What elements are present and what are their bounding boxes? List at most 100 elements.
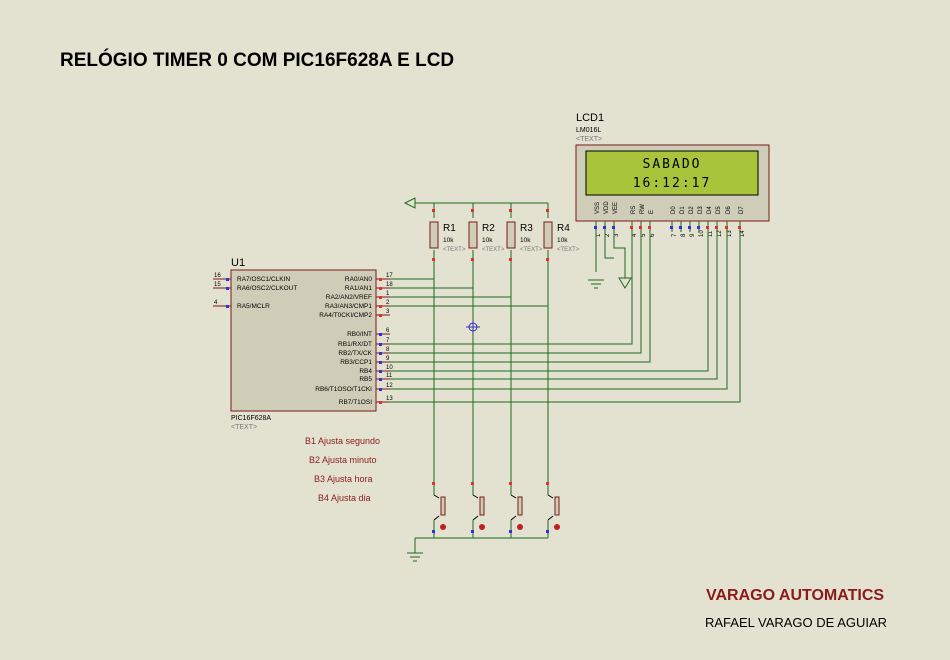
resistor-text-tag: <TEXT> xyxy=(482,247,505,253)
button-contact xyxy=(472,515,479,521)
mcu-right-pin-name: RA1/AN1 xyxy=(345,285,372,292)
lcd-text-tag: <TEXT> xyxy=(576,136,602,143)
button-pin-marker xyxy=(432,530,435,533)
mcu-right-pin-number: 10 xyxy=(386,365,393,371)
lcd-pins: VSS1VDD2VEE3RS4RW5E6D07D18D29D310D411D51… xyxy=(594,201,746,237)
lcd-pin-name: D0 xyxy=(671,206,677,214)
lcd-pin-name: RW xyxy=(640,204,646,214)
button-pin-marker xyxy=(509,482,512,485)
button-pin-marker xyxy=(546,530,549,533)
button-pin-marker xyxy=(432,482,435,485)
lcd-pin-marker xyxy=(612,226,615,229)
mcu-right-pin-name: RB6/T1OSO/T1CKI xyxy=(315,386,372,393)
lcd-pin-name: D5 xyxy=(716,206,722,214)
mcu-left-pin-name: RA6/OSC2/CLKOUT xyxy=(237,285,297,292)
lcd-pin-marker xyxy=(603,226,606,229)
resistor-ref: R2 xyxy=(482,223,495,234)
button-contact xyxy=(472,494,479,499)
push-buttons xyxy=(432,482,560,533)
mcu-left-pin-name: RA7/OSC1/CLKIN xyxy=(237,276,290,283)
mcu-pin-marker xyxy=(226,278,229,281)
mcu-left-pin-number: 16 xyxy=(214,273,221,279)
push-button-b4[interactable] xyxy=(546,482,560,533)
lcd-pin-number: 5 xyxy=(641,233,647,237)
button-contact xyxy=(433,515,440,521)
button-indicator xyxy=(517,524,523,530)
mcu-right-pin-name: RB7/T1OSI xyxy=(339,399,372,406)
lcd-pin-name: D7 xyxy=(739,206,745,214)
mcu-right-pin-name: RB2/TX/CK xyxy=(338,350,372,357)
mcu-right-pin-name: RB5 xyxy=(359,376,372,383)
mcu-text-tag: <TEXT> xyxy=(231,424,257,431)
lcd-pin-name: E xyxy=(649,210,655,214)
lcd-line-2: 16:12:17 xyxy=(633,176,712,191)
probe-marker xyxy=(466,320,480,334)
lcd-pin-name: VEE xyxy=(613,202,619,214)
lcd-pin-number: 11 xyxy=(708,230,714,237)
mcu-part: PIC16F628A xyxy=(231,415,271,422)
button-actuator xyxy=(517,496,523,516)
note-b3: B3 Ajusta hora xyxy=(314,474,373,484)
push-button-b3[interactable] xyxy=(509,482,523,533)
mcu-right-pin-number: 6 xyxy=(386,328,390,334)
lcd-pin-name: RS xyxy=(631,206,637,214)
resistors: R110k<TEXT>R210k<TEXT>R310k<TEXT>R410k<T… xyxy=(429,209,580,261)
lcd-pin-number: 8 xyxy=(681,233,687,237)
mcu-pin-marker xyxy=(379,378,382,381)
lcd-module[interactable]: LCD1 LM016L <TEXT> SABADO 16:12:17 VSS1V… xyxy=(575,112,770,237)
mcu-pin-marker xyxy=(379,388,382,391)
lcd-pin-number: 10 xyxy=(699,230,705,237)
button-indicator xyxy=(440,524,446,530)
resistor-text-tag: <TEXT> xyxy=(520,247,543,253)
lcd-pin-number: 9 xyxy=(690,233,696,237)
brand-label: VARAGO AUTOMATICS xyxy=(706,587,884,604)
lcd-pin-number: 7 xyxy=(672,233,678,237)
mcu-right-pin-number: 9 xyxy=(386,356,390,362)
push-button-b2[interactable] xyxy=(471,482,485,533)
mcu-pin-marker xyxy=(379,296,382,299)
button-indicator xyxy=(554,524,560,530)
mcu-pin-marker xyxy=(226,305,229,308)
lcd-pin-marker xyxy=(697,226,700,229)
resistor-body xyxy=(543,221,553,249)
lcd-pin-number: 1 xyxy=(596,233,602,237)
mcu-right-pin-number: 8 xyxy=(386,347,390,353)
button-pin-marker xyxy=(471,530,474,533)
lcd-line-1: SABADO xyxy=(643,157,702,172)
resistor-pin-marker xyxy=(509,209,512,212)
resistor-text-tag: <TEXT> xyxy=(557,247,580,253)
resistor-pin-marker xyxy=(509,258,512,261)
mcu-right-pin-name: RA3/AN3/CMP1 xyxy=(325,303,372,310)
lcd-pin-marker xyxy=(715,226,718,229)
lcd-pin-number: 4 xyxy=(632,233,638,237)
button-pin-marker xyxy=(509,530,512,533)
resistor-value: 10k xyxy=(443,237,454,244)
mcu-right-pin-number: 12 xyxy=(386,383,393,389)
mcu-right-pin-name: RA0/AN0 xyxy=(345,276,372,283)
button-contact xyxy=(547,515,554,521)
mcu-pin-marker xyxy=(379,361,382,364)
mcu-pin-marker xyxy=(379,305,382,308)
resistor-ref: R3 xyxy=(520,223,533,234)
mcu-left-pin-number: 15 xyxy=(214,282,221,288)
lcd-pin-number: 13 xyxy=(727,230,733,237)
mcu-pin-marker xyxy=(226,287,229,290)
ground-symbols xyxy=(407,277,632,562)
mcu-pin-marker xyxy=(379,352,382,355)
mcu-right-pin-name: RB0/INT xyxy=(347,331,372,338)
lcd-pin-marker xyxy=(630,226,633,229)
resistor-ref: R1 xyxy=(443,223,456,234)
mcu-right-pin-number: 2 xyxy=(386,300,390,306)
mcu-pin-marker xyxy=(379,314,382,317)
push-button-b1[interactable] xyxy=(432,482,446,533)
mcu-right-pin-number: 11 xyxy=(386,373,393,379)
